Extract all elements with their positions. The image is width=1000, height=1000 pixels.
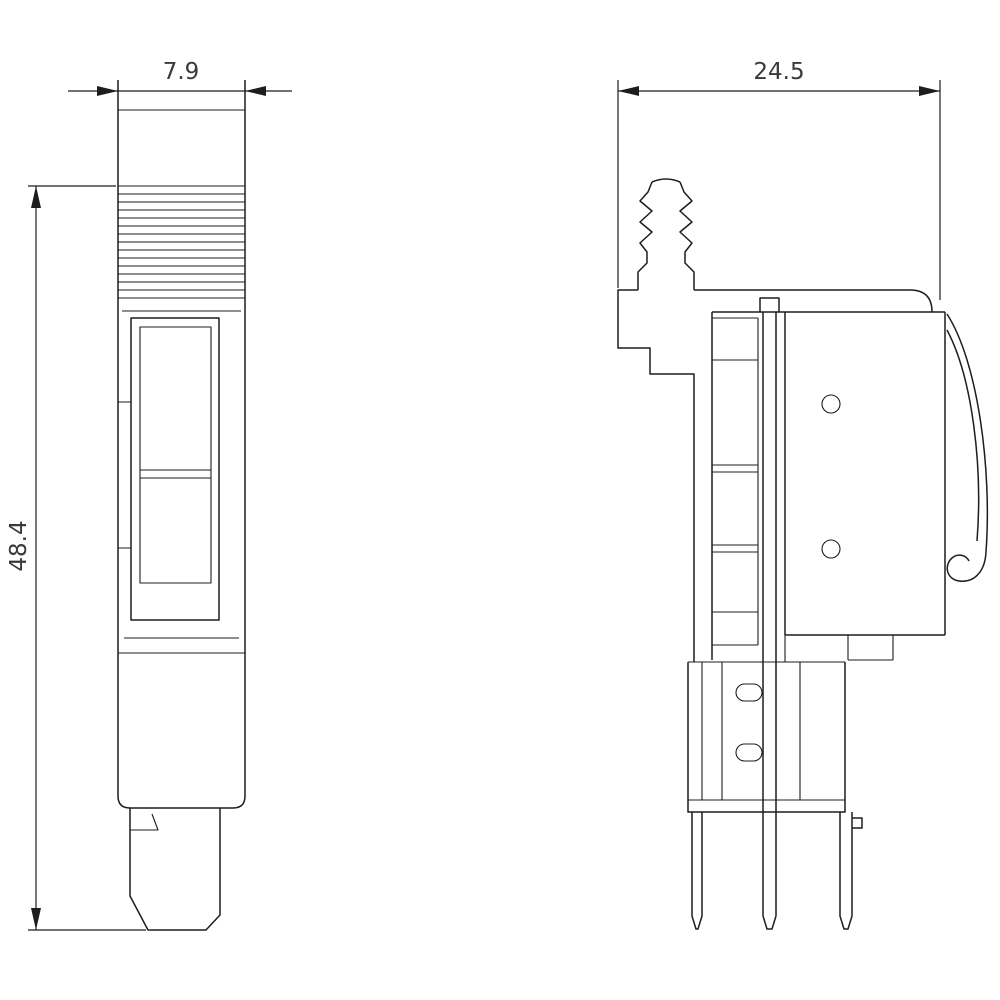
mounting-hole-bottom: [821, 539, 841, 559]
switch-housing: [784, 312, 946, 662]
dim-label-front-width: 7.9: [163, 59, 200, 85]
housing-foot-detail: [784, 635, 894, 662]
terminal-block-outline: [687, 662, 846, 813]
mounting-hole-top: [821, 394, 841, 414]
lower-parting-lines: [118, 637, 245, 654]
mounting-hook-outline: [617, 289, 695, 662]
side-body: [617, 178, 989, 930]
center-terminal-pin: [759, 297, 780, 930]
arrowhead-icon: [618, 86, 639, 96]
din-clip-teeth: [637, 178, 695, 290]
terminal-pin-right: [839, 812, 863, 930]
slider-outline: [130, 317, 220, 621]
arrowhead-icon: [97, 86, 118, 96]
dim-front-height: 48.4: [6, 185, 146, 931]
front-body: [117, 80, 246, 931]
arrowhead-icon: [919, 86, 940, 96]
slider-divider-lines: [140, 469, 211, 479]
ribbed-section-lines: [118, 185, 245, 299]
front-view: 7.9 48.4: [6, 59, 292, 931]
terminal-block: [687, 661, 846, 813]
arrowhead-icon: [31, 908, 41, 930]
bracket-top-edge: [694, 289, 933, 313]
actuator-lever: [946, 313, 989, 582]
dim-label-side-width: 24.5: [753, 59, 804, 85]
side-view: 24.5: [617, 59, 989, 930]
body-outline: [117, 80, 246, 809]
arrowhead-icon: [245, 86, 266, 96]
terminal-pin-left: [691, 812, 703, 930]
slot-top: [735, 683, 763, 702]
dim-side-width: 24.5: [617, 59, 941, 300]
contact-block-lines: [712, 317, 759, 646]
slot-bottom: [735, 743, 763, 762]
side-notch-lines: [118, 401, 131, 549]
plunger-outline: [129, 808, 221, 931]
slider-inner-panel: [139, 326, 212, 584]
terminal-block-lines: [688, 661, 845, 801]
plunger-step-detail: [130, 813, 159, 831]
dim-label-front-height: 48.4: [6, 520, 32, 571]
dim-front-width: 7.9: [68, 59, 292, 96]
arrowhead-icon: [31, 186, 41, 208]
